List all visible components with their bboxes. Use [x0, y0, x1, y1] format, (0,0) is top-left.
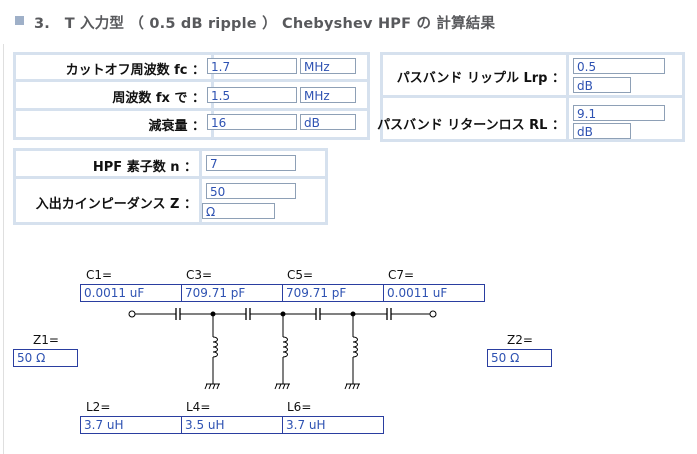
c5-label: C5= [287, 268, 314, 282]
inductor-symbols [204, 311, 360, 390]
ripple-label: パスバンド リップル Lrp ： [396, 71, 565, 86]
label-cell [16, 55, 211, 79]
label-cell [16, 151, 199, 176]
freq-fx-input[interactable]: 1.5 [207, 87, 297, 103]
z1-value[interactable]: 50 Ω [13, 349, 78, 367]
c3-label: C3= [186, 268, 213, 282]
freq-fx-label: 周波数 fx で ： [112, 91, 205, 106]
c1-label: C1= [86, 268, 113, 282]
label-cell [383, 55, 566, 95]
ripple-input[interactable]: 0.5 [573, 58, 665, 74]
order-impedance-panel: HPF 素子数 n ： 7 入出カインピーダンス Z ： 50 Ω [13, 148, 328, 225]
l2-label: L2= [86, 400, 111, 414]
impedance-unit[interactable]: Ω [202, 203, 275, 219]
order-input[interactable]: 7 [206, 155, 296, 171]
l4-label: L4= [186, 400, 211, 414]
ripple-unit[interactable]: dB [573, 77, 631, 93]
cutoff-freq-unit[interactable]: MHz [300, 58, 356, 74]
impedance-label: 入出カインピーダンス Z ： [35, 197, 197, 212]
l6-value[interactable]: 3.7 uH [282, 416, 384, 434]
l6-label: L6= [287, 400, 312, 414]
label-cell [16, 82, 211, 108]
c5-value[interactable]: 709.71 pF [282, 284, 384, 302]
c3-value[interactable]: 709.71 pF [181, 284, 283, 302]
return-loss-label: パスバンド リターンロス RL ： [377, 118, 565, 133]
freq-fx-unit[interactable]: MHz [300, 87, 356, 103]
attenuation-label: 減衰量 ： [148, 119, 205, 134]
attenuation-input[interactable]: 16 [207, 114, 297, 130]
cutoff-params-panel: カットオフ周波数 fc ： 1.7 MHz 周波数 fx で ： 1.5 MHz… [13, 52, 370, 140]
label-cell [16, 179, 199, 222]
cutoff-freq-input[interactable]: 1.7 [207, 58, 297, 74]
label-cell [16, 111, 211, 137]
l2-value[interactable]: 3.7 uH [80, 416, 182, 434]
section-header: 3. T 入力型 （ 0.5 dB ripple ） Chebyshev HPF… [0, 0, 697, 44]
section-bullet-icon [15, 16, 24, 25]
section-title: 3. T 入力型 （ 0.5 dB ripple ） Chebyshev HPF… [34, 16, 496, 32]
l4-value[interactable]: 3.5 uH [181, 416, 283, 434]
input-terminal [128, 310, 136, 318]
z2-value[interactable]: 50 Ω [487, 349, 552, 367]
output-terminal [429, 310, 437, 318]
order-label: HPF 素子数 n ： [92, 160, 197, 175]
z2-label: Z2= [507, 333, 533, 347]
return-loss-input[interactable]: 9.1 [573, 105, 665, 121]
c7-value[interactable]: 0.0011 uF [383, 284, 485, 302]
z1-label: Z1= [33, 333, 59, 347]
attenuation-unit[interactable]: dB [300, 114, 356, 130]
impedance-input[interactable]: 50 [206, 183, 296, 199]
c7-label: C7= [388, 268, 415, 282]
c1-value[interactable]: 0.0011 uF [80, 284, 182, 302]
content-frame [3, 44, 697, 454]
capacitor-symbols [175, 308, 392, 320]
return-loss-unit[interactable]: dB [573, 123, 631, 139]
cutoff-freq-label: カットオフ周波数 fc ： [65, 63, 205, 78]
passband-params-panel: パスバンド リップル Lrp ： 0.5 dB パスバンド リターンロス RL … [377, 52, 685, 142]
label-cell [383, 98, 566, 139]
